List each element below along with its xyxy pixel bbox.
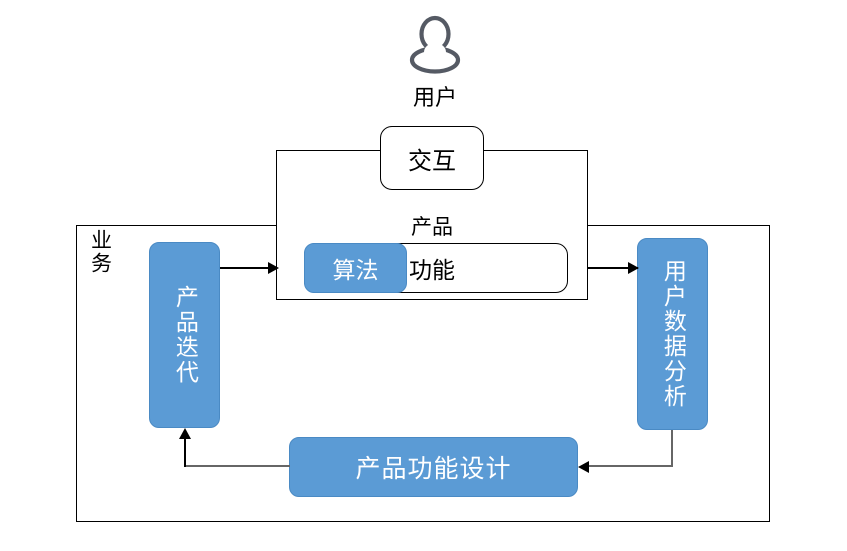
product-frame-label: 产品 [411, 216, 453, 239]
connector-analysis-to-design-horizontal [589, 465, 673, 468]
function-node-label: 功能 [409, 257, 455, 283]
actor-label-user: 用户 [412, 85, 457, 110]
connector-product-to-analysis-arrowhead [628, 262, 639, 274]
algorithm-node[interactable]: 算法 [304, 243, 407, 293]
connector-analysis-to-design-vertical [671, 430, 674, 467]
algorithm-node-label: 算法 [332, 257, 379, 283]
connector-design-to-iteration-horizontal [184, 465, 290, 468]
user-data-analysis-label: 用户数据分析 [660, 259, 687, 409]
user-data-analysis-node[interactable]: 用户数据分析 [637, 238, 708, 430]
interaction-node[interactable]: 交互 [380, 126, 484, 190]
user-person-icon [404, 12, 466, 74]
connector-design-to-iteration-vertical [184, 438, 186, 467]
interaction-node-label: 交互 [408, 147, 456, 175]
connector-iteration-to-product-arrowhead [268, 262, 279, 274]
connector-product-to-analysis-line [588, 267, 638, 269]
connector-analysis-to-design-arrowhead [578, 461, 589, 473]
connector-design-to-iteration-arrowhead [179, 428, 191, 439]
product-function-design-label: 产品功能设计 [355, 455, 512, 483]
connector-iteration-to-product-line [220, 267, 277, 269]
product-iteration-node[interactable]: 产品迭代 [149, 242, 220, 428]
business-frame-label: 业务 [88, 229, 112, 275]
product-iteration-label: 产品迭代 [172, 285, 199, 385]
product-function-design-node[interactable]: 产品功能设计 [289, 437, 578, 497]
